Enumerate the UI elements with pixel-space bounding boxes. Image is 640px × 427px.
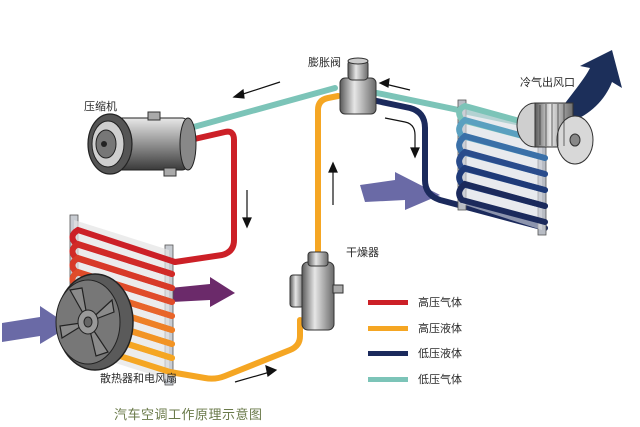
compressor (87, 111, 197, 177)
diagram-caption: 汽车空调工作原理示意图 (114, 408, 263, 423)
legend-item-low-pressure-gas: 低压气体 (368, 372, 462, 386)
legend-label: 低压气体 (418, 373, 462, 386)
legend-item-low-pressure-liquid: 低压液体 (368, 346, 462, 360)
flow-arrow-up-icon (328, 161, 338, 205)
flow-arrow-left-icon (232, 81, 281, 99)
compressor-label: 压缩机 (84, 100, 117, 113)
cold-air-arrow (560, 50, 622, 122)
legend-swatch (368, 376, 408, 382)
legend-label: 低压液体 (418, 347, 462, 360)
hot-air-out-arrow (170, 277, 235, 307)
legend-item-high-pressure-liquid: 高压液体 (368, 321, 462, 335)
cold-air-outlet-label: 冷气出风口 (520, 76, 575, 89)
legend-swatch (368, 299, 408, 305)
flow-arrow-upper-left-icon (378, 78, 411, 91)
condenser-fan-label: 散热器和电风扇 (100, 372, 177, 385)
high-pressure-gas-line (172, 128, 237, 265)
dryer (289, 251, 344, 331)
high-pressure-liquid-line (167, 93, 341, 382)
condenser-fan (55, 273, 134, 371)
legend-item-high-pressure-gas: 高压气体 (368, 295, 462, 309)
airflow-evaporator-arrow (360, 172, 440, 210)
legend-label: 高压液体 (418, 322, 462, 335)
expansion-valve (339, 57, 377, 115)
flow-arrow-right-icon (234, 365, 278, 383)
low-pressure-liquid-line (369, 97, 548, 231)
legend-label: 高压气体 (418, 296, 462, 309)
legend-swatch (368, 350, 408, 356)
expansion-valve-label: 膨胀阀 (308, 56, 341, 69)
blower-fan (516, 102, 594, 165)
flow-arrow-down-icon (242, 190, 252, 229)
legend-swatch (368, 325, 408, 331)
flow-arrow-down-curve-icon (384, 117, 420, 159)
airflow-in-arrow (2, 306, 70, 344)
dryer-label: 干燥器 (346, 246, 379, 259)
flow-arrows (232, 78, 420, 383)
